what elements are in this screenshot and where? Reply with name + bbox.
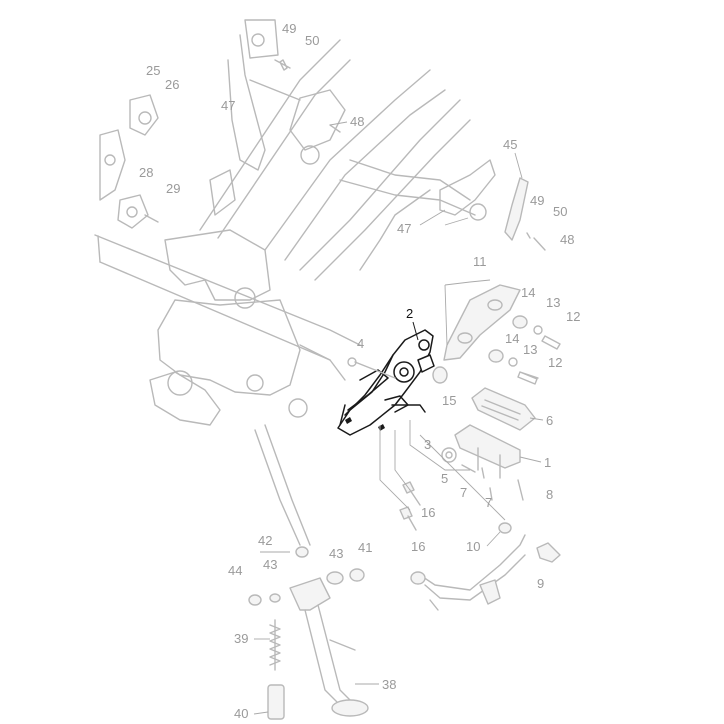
label-2: 2 [406,306,413,321]
label-14a: 14 [521,285,535,300]
label-47a: 47 [221,98,235,113]
label-5: 5 [441,471,448,486]
label-40: 40 [234,706,248,721]
label-49a: 49 [282,21,296,36]
label-12a: 12 [566,309,580,324]
label-25: 25 [146,63,160,78]
label-16a: 16 [421,505,435,520]
part-number-labels: 2 4 11 14 14 13 13 12 12 15 6 1 3 5 7 7 … [139,21,580,721]
label-48b: 48 [560,232,574,247]
rear-footrest-bracket [249,59,546,251]
label-7b: 7 [485,495,492,510]
label-1: 1 [544,455,551,470]
label-28: 28 [139,165,153,180]
label-15: 15 [442,393,456,408]
label-48a: 48 [350,114,364,129]
label-10: 10 [466,539,480,554]
label-43a: 43 [329,546,343,561]
side-stand-assembly [248,424,369,720]
label-3: 3 [424,437,431,452]
label-4: 4 [357,336,364,351]
label-16b: 16 [411,539,425,554]
label-43b: 43 [263,557,277,572]
heel-guard-and-fasteners [347,279,561,531]
label-47b: 47 [397,221,411,236]
label-50a: 50 [305,33,319,48]
footrest-bracket-part-2 [337,329,435,436]
label-13b: 13 [523,342,537,357]
label-49b: 49 [530,193,544,208]
label-41: 41 [358,540,372,555]
label-7a: 7 [460,485,467,500]
motorcycle-frame [94,19,496,426]
label-38: 38 [382,677,396,692]
label-12b: 12 [548,355,562,370]
label-44: 44 [228,563,242,578]
shift-pedal-assembly [410,522,561,611]
label-50b: 50 [553,204,567,219]
label-9: 9 [537,576,544,591]
label-39: 39 [234,631,248,646]
label-11: 11 [473,254,487,269]
label-6: 6 [546,413,553,428]
label-42: 42 [258,533,272,548]
label-14b: 14 [505,331,519,346]
label-29: 29 [166,181,180,196]
label-26: 26 [165,77,179,92]
label-13a: 13 [546,295,560,310]
label-45: 45 [503,137,517,152]
label-8: 8 [546,487,553,502]
